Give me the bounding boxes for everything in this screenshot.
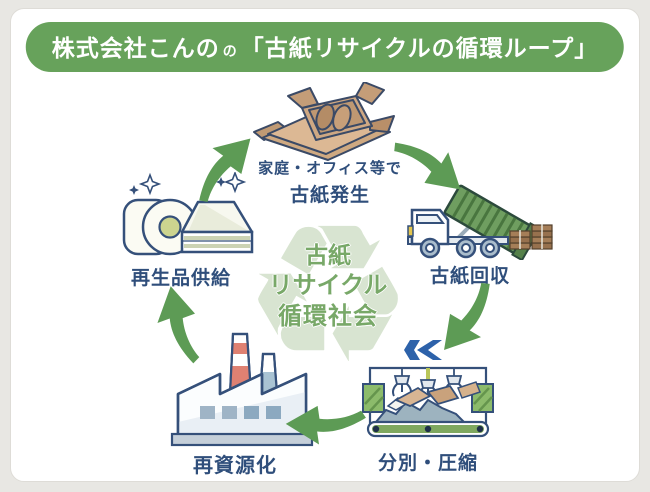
- company-name: 株式会社こんの: [51, 35, 220, 61]
- center-slogan-line2: リサイクル: [268, 272, 388, 299]
- station-generation-label: 家庭・オフィス等で 古紙発生: [235, 157, 425, 207]
- sorting-press-icon: [362, 340, 494, 438]
- garbage-truck-icon: [407, 184, 553, 260]
- arrow-sorting-to-recycling: [281, 394, 370, 458]
- center-slogan-line1: 古紙: [305, 242, 351, 268]
- sparkle-icon: [129, 172, 162, 196]
- station-sorting-label: 分別・圧縮: [377, 453, 478, 474]
- loop-title: 「古紙リサイクルの循環ループ」: [240, 35, 599, 61]
- kc-logo-icon: [404, 340, 442, 360]
- station-supply-label: 再生品供給: [130, 268, 231, 289]
- factory-icon: [170, 332, 314, 447]
- arrow-collection-to-sorting: [420, 268, 522, 372]
- paper-products-icon: [122, 172, 254, 256]
- arrow-recycling-to-supply: [141, 279, 214, 373]
- particle-no: の: [222, 43, 238, 59]
- center-slogan: 古紙 リサイクル 循環社会: [253, 241, 403, 332]
- cardboard-boxes-icon: [253, 82, 395, 161]
- station-recycling-label: 再資源化: [193, 455, 277, 477]
- arrow-generation-to-collection: [379, 111, 483, 214]
- center-slogan-line3: 循環社会: [278, 303, 378, 330]
- station-collection-label: 古紙回収: [429, 266, 510, 287]
- generation-caption-line1: 家庭・オフィス等で: [258, 160, 402, 177]
- arrow-supply-to-generation: [169, 115, 273, 218]
- sparkle-icon: [216, 172, 247, 194]
- title-banner: 株式会社こんのの「古紙リサイクルの循環ループ」: [25, 22, 625, 72]
- generation-caption-line2: 古紙発生: [289, 185, 370, 206]
